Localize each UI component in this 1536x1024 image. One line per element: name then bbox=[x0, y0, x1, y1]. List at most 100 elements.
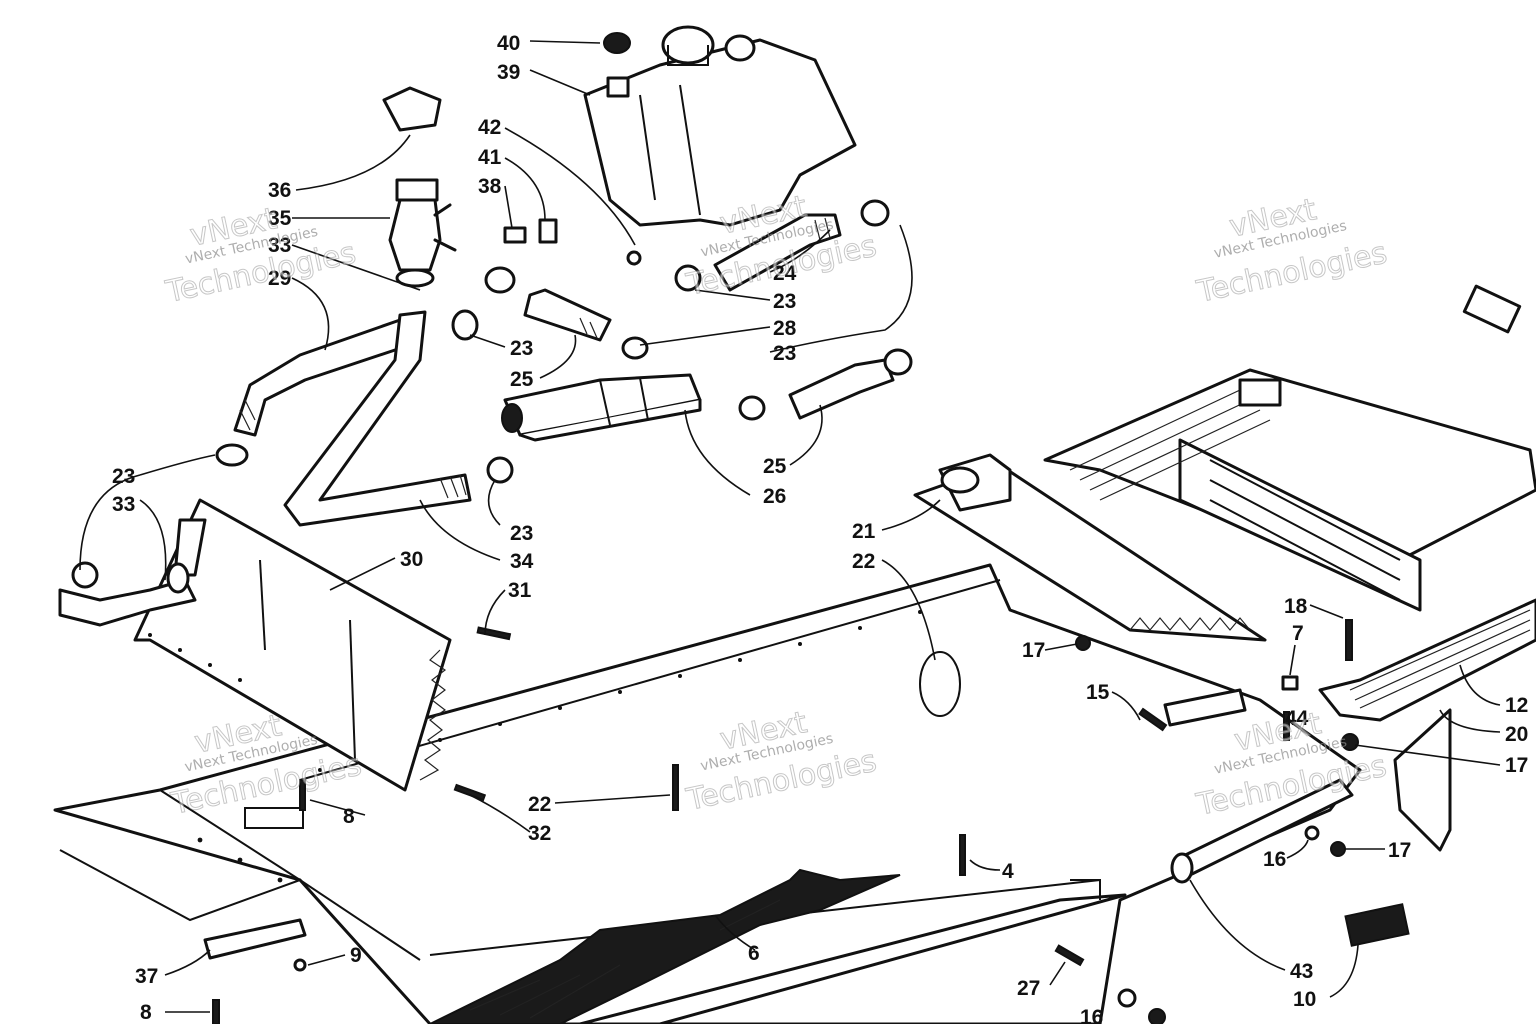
filler-neck bbox=[382, 86, 457, 288]
nut-16c bbox=[1148, 1008, 1166, 1024]
hose-24 bbox=[713, 213, 842, 292]
rivet-44 bbox=[1283, 711, 1290, 741]
callout-29: 29 bbox=[268, 267, 291, 290]
callout-32: 32 bbox=[528, 822, 551, 845]
callout-15: 15 bbox=[1086, 681, 1110, 704]
washer-9 bbox=[293, 958, 307, 972]
callout-23-e: 23 bbox=[112, 465, 135, 488]
leader-lines bbox=[79, 40, 1501, 1013]
callout-8-a: 8 bbox=[343, 805, 355, 828]
heat-exchanger bbox=[1043, 368, 1536, 612]
clamp bbox=[674, 264, 702, 292]
hose-33 bbox=[58, 518, 207, 627]
coolant-tank bbox=[583, 25, 857, 227]
clamp bbox=[71, 561, 99, 589]
rivet-4 bbox=[959, 834, 966, 876]
clip-7 bbox=[1281, 675, 1299, 691]
fitting-38 bbox=[503, 226, 527, 244]
callout-33: 33 bbox=[112, 493, 135, 516]
rivet-22 bbox=[672, 764, 679, 811]
callout-8-b: 8 bbox=[140, 1001, 152, 1024]
clamp bbox=[860, 199, 890, 227]
callout-25-a: 25 bbox=[510, 368, 534, 391]
reflector bbox=[1462, 284, 1522, 334]
callout-23-c: 23 bbox=[510, 337, 533, 360]
rivet-8b bbox=[212, 999, 220, 1024]
rivet-8a bbox=[299, 779, 306, 811]
callout-7: 7 bbox=[1292, 622, 1304, 645]
callout-37: 37 bbox=[135, 965, 158, 988]
fasteners bbox=[203, 218, 1522, 1024]
hose-25b bbox=[788, 358, 895, 420]
brace-tube bbox=[1163, 688, 1354, 884]
front-bumper-rail bbox=[578, 879, 1127, 1024]
callout-18: 18 bbox=[1284, 595, 1308, 618]
callout-28: 28 bbox=[773, 317, 797, 340]
frame-plate bbox=[913, 453, 1267, 642]
callout-6: 6 bbox=[748, 942, 760, 965]
callout-40: 40 bbox=[497, 32, 520, 55]
callout-44: 44 bbox=[1285, 707, 1309, 730]
callout-9: 9 bbox=[350, 944, 362, 967]
callout-23-b: 23 bbox=[773, 342, 796, 365]
callout-25-b: 25 bbox=[763, 455, 787, 478]
clamp bbox=[215, 443, 249, 467]
tank-cap-40 bbox=[603, 32, 631, 54]
radiator-shroud bbox=[133, 498, 452, 792]
callout-4: 4 bbox=[1002, 860, 1014, 883]
washer-16a bbox=[1304, 825, 1320, 841]
nut-17c bbox=[1330, 841, 1346, 857]
callout-17-a: 17 bbox=[1022, 639, 1045, 662]
fitting-41 bbox=[538, 218, 558, 244]
callout-numbers: 40 39 42 41 38 36 35 33 29 24 23 28 23 2… bbox=[112, 32, 1528, 1024]
clamp bbox=[486, 456, 514, 484]
screw-32 bbox=[453, 783, 487, 802]
heater-core bbox=[501, 373, 702, 442]
callout-24: 24 bbox=[773, 262, 797, 285]
nut-17a bbox=[1075, 635, 1091, 651]
callout-38: 38 bbox=[478, 175, 502, 198]
clip-42 bbox=[626, 250, 642, 266]
callout-16-a: 16 bbox=[1263, 848, 1286, 871]
watermark-3: vNext vNext Technologies Technologies bbox=[1193, 192, 1391, 311]
callout-12: 12 bbox=[1505, 694, 1528, 717]
hose-clamps bbox=[71, 199, 913, 594]
callout-39: 39 bbox=[497, 61, 520, 84]
washer-16b bbox=[1117, 988, 1137, 1008]
callout-17-c: 17 bbox=[1388, 839, 1411, 862]
clamp bbox=[883, 348, 913, 376]
callout-26: 26 bbox=[763, 485, 786, 508]
hose-34 bbox=[283, 310, 472, 527]
nameplate-10 bbox=[1344, 903, 1410, 947]
belly-pan-cutout bbox=[244, 807, 304, 829]
heat-exchanger-tab bbox=[1238, 378, 1282, 407]
callout-27: 27 bbox=[1017, 977, 1040, 1000]
clamp bbox=[621, 336, 649, 360]
callout-23-a: 23 bbox=[773, 290, 796, 313]
callout-41: 41 bbox=[478, 146, 502, 169]
tank-cap-small bbox=[724, 34, 756, 62]
callout-43: 43 bbox=[1290, 960, 1313, 983]
callout-30: 30 bbox=[400, 548, 423, 571]
clamp bbox=[738, 395, 766, 421]
side-rail bbox=[1318, 598, 1536, 852]
callout-34: 34 bbox=[510, 550, 534, 573]
grommet-22 bbox=[919, 651, 961, 717]
callout-20: 20 bbox=[1505, 723, 1528, 746]
watermark-1: vNext vNext Technologies Technologies bbox=[162, 201, 360, 311]
callout-22-b: 22 bbox=[528, 793, 551, 816]
hose-25a bbox=[523, 288, 612, 342]
tank-filler-neck bbox=[606, 76, 630, 98]
callout-21: 21 bbox=[852, 520, 876, 543]
bracket-37 bbox=[203, 918, 307, 960]
callout-36: 36 bbox=[268, 179, 291, 202]
callout-22-a: 22 bbox=[852, 550, 875, 573]
clamp bbox=[166, 562, 190, 594]
callout-16-b: 16 bbox=[1080, 1006, 1103, 1024]
callout-23-d: 23 bbox=[510, 522, 533, 545]
callout-31: 31 bbox=[508, 579, 532, 602]
screw-31 bbox=[476, 626, 512, 641]
clamp bbox=[484, 266, 516, 294]
callout-42: 42 bbox=[478, 116, 501, 139]
